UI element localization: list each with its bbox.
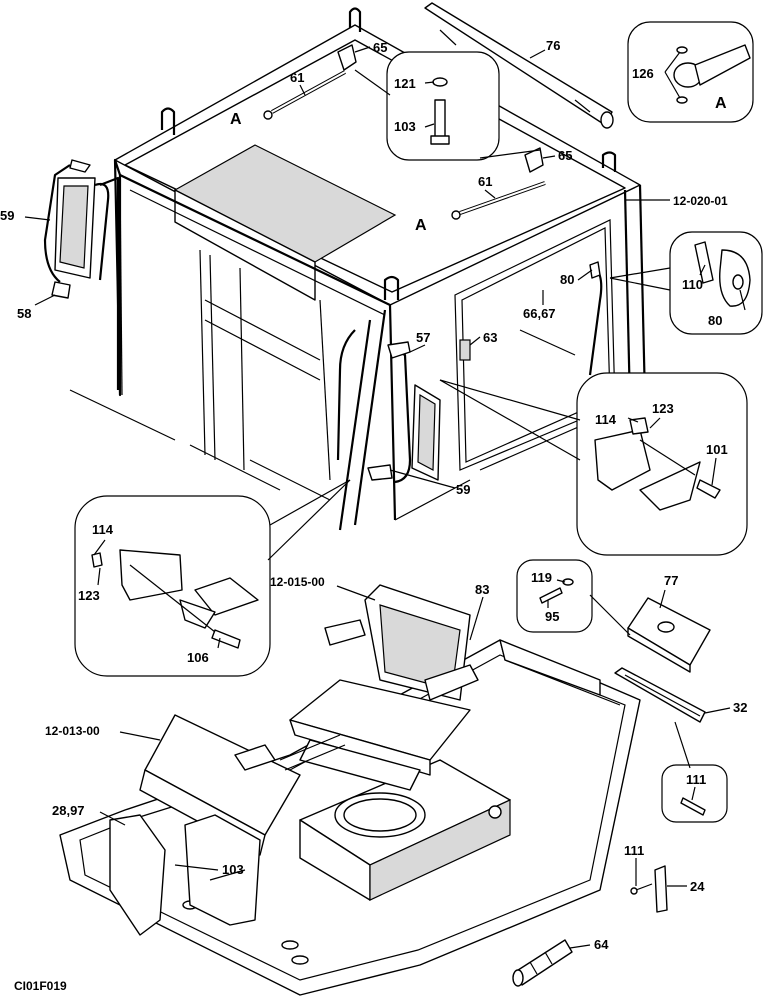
ref-code-seat: 12-015-00 (270, 575, 325, 589)
detail-bubble-view-a (627, 21, 754, 123)
callout-106: 106 (187, 650, 209, 665)
callout-66-67: 66,67 (523, 306, 556, 321)
detail-bubble-rail-bolt (661, 764, 728, 823)
callout-57: 57 (416, 330, 430, 345)
detail-bubble-clip (669, 231, 763, 335)
callout-80-detail: 80 (708, 313, 722, 328)
cover-plate-2897-icon (109, 814, 261, 936)
callout-58: 58 (17, 306, 31, 321)
view-label-a-mid: A (415, 217, 427, 234)
hose-64-icon (512, 939, 573, 987)
callout-80-door: 80 (560, 272, 574, 287)
detail-bubble-bolt (386, 51, 500, 161)
callout-114-left: 114 (92, 522, 114, 537)
ref-code-floor: 12-013-00 (45, 724, 100, 738)
callout-24: 24 (690, 879, 705, 894)
callout-28-97: 28,97 (52, 803, 85, 818)
view-label-a-top: A (230, 111, 242, 128)
callout-111-floor: 111 (624, 843, 644, 858)
view-label-a-detail: A (715, 95, 727, 112)
tank-77-icon (627, 597, 711, 673)
reference-codes: 12-020-01 12-015-00 12-013-00 (45, 194, 728, 738)
tube-76-icon (424, 2, 614, 129)
bracket-24-icon (630, 865, 668, 913)
mirror-right-icon (336, 329, 441, 484)
callout-123-right: 123 (652, 401, 674, 416)
callout-64: 64 (594, 937, 609, 952)
figure-code: CI01F019 (14, 979, 67, 993)
callout-76: 76 (546, 38, 560, 53)
callout-61-mid: 61 (478, 174, 492, 189)
callout-123-left: 123 (78, 588, 100, 603)
leader-lines (24, 46, 746, 949)
detail-bubble-mirror-bracket-left (74, 495, 271, 677)
callout-95: 95 (545, 609, 559, 624)
callout-103-floor: 103 (222, 862, 244, 877)
hinge-63-icon (459, 339, 471, 361)
view-labels: A A A (230, 95, 727, 234)
callout-labels: 65 76 61 121 103 126 65 61 59 58 80 110 … (0, 38, 747, 952)
callout-126: 126 (632, 66, 654, 81)
seat-83-icon (289, 584, 479, 791)
callout-114-right: 114 (595, 412, 617, 427)
detail-bubble-tank-bolt (516, 559, 593, 633)
callout-61-top: 61 (290, 70, 304, 85)
callout-121: 121 (394, 76, 416, 91)
callout-65-mid: 65 (558, 148, 572, 163)
callout-65-top: 65 (373, 40, 387, 55)
console-box (299, 759, 511, 901)
callout-101: 101 (706, 442, 728, 457)
callout-32: 32 (733, 700, 747, 715)
gas-strut-icons (263, 70, 546, 220)
callout-77: 77 (664, 573, 678, 588)
callout-111-detail: 111 (686, 772, 706, 787)
callout-103-top: 103 (394, 119, 416, 134)
rail-32-icon (614, 667, 706, 723)
cab-frame (69, 24, 647, 531)
callout-59-right: 59 (456, 482, 470, 497)
mirror-left-icon (43, 159, 110, 299)
clip-80-icon (589, 261, 601, 279)
callout-59-left: 59 (0, 208, 14, 223)
callout-110: 110 (682, 277, 703, 292)
ref-code-cab: 12-020-01 (673, 194, 728, 208)
lifting-eye-icons (160, 7, 617, 300)
callout-83: 83 (475, 582, 489, 597)
detail-bubble-mirror-bracket-right (576, 372, 748, 556)
callout-119: 119 (531, 570, 552, 585)
callout-63: 63 (483, 330, 497, 345)
